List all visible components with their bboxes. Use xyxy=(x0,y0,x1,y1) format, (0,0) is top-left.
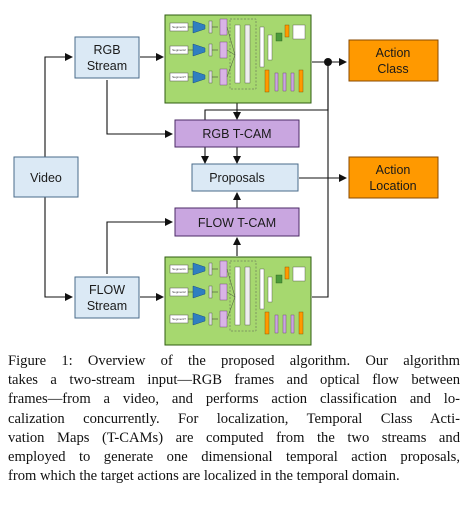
feature-vector xyxy=(208,70,213,84)
weighted-sum-column xyxy=(244,266,251,326)
feature-vector xyxy=(208,20,213,34)
tcam-bar xyxy=(264,69,270,93)
fan-in-line xyxy=(226,296,236,320)
fc-layer xyxy=(259,26,265,68)
flow-stream-label-line2: Stream xyxy=(87,299,127,313)
class-score xyxy=(275,32,283,42)
fan-in-line xyxy=(226,26,236,56)
action-class-label-line2: Class xyxy=(377,62,408,76)
attention-module xyxy=(219,310,228,328)
fc-layer xyxy=(267,34,273,61)
attention-module xyxy=(219,41,228,59)
caption-line: from which the target actions are locali… xyxy=(8,468,400,485)
fc-layer xyxy=(267,276,273,303)
action-location-label-line1: Action xyxy=(376,163,411,177)
proposals-node: Proposals xyxy=(191,163,299,192)
rgb-tcam-node: RGB T-CAM xyxy=(174,119,300,148)
attention-module xyxy=(219,18,228,36)
segment-label: Segment1 xyxy=(172,267,186,271)
feature-extractor-shape xyxy=(192,312,206,326)
feature-extractor-shape xyxy=(192,20,206,34)
action-class-node: Action Class xyxy=(348,39,439,82)
feature-vector xyxy=(208,262,213,276)
segment-label: Segment2 xyxy=(172,48,186,52)
attention-module xyxy=(219,283,228,301)
weighted-sum-column xyxy=(244,24,251,84)
video-label: Video xyxy=(30,171,62,185)
caption-line: Figure 1: Overview of the proposed algor… xyxy=(8,353,460,369)
caption-line: employed to generate one dimensional tem… xyxy=(8,449,460,466)
tcam-bar xyxy=(298,311,304,335)
action-class-label-line1: Action xyxy=(376,46,411,60)
tcam-bar xyxy=(274,72,279,92)
tcam-bar xyxy=(290,314,295,334)
loss-box xyxy=(284,266,290,280)
tcam-bar xyxy=(274,314,279,334)
output-box xyxy=(292,266,306,282)
rgb-tcam-label: RGB T-CAM xyxy=(202,127,271,141)
segment-label: Segment2 xyxy=(172,290,186,294)
segment-label: SegmentT xyxy=(172,75,186,79)
fc-layer xyxy=(259,268,265,310)
figure-caption: Figure 1: Overview of the proposed algor… xyxy=(8,352,460,486)
feature-vector xyxy=(208,312,213,326)
output-box xyxy=(292,24,306,40)
flow-tcam-node: FLOW T-CAM xyxy=(174,207,300,237)
loss-box xyxy=(284,24,290,38)
tcam-bar xyxy=(264,311,270,335)
algorithm-overview-diagram: Video RGB Stream FLOW Stream Segment1Seg… xyxy=(13,14,439,346)
fan-in-line xyxy=(226,291,236,298)
attention-weights-column xyxy=(234,24,241,84)
flow-stream-label-line1: FLOW xyxy=(89,283,125,297)
caption-line: calization concurrently. For localizatio… xyxy=(8,410,460,427)
video-node: Video xyxy=(13,156,79,198)
feature-extractor-shape xyxy=(192,43,206,57)
fan-in-line xyxy=(226,49,236,56)
attention-module xyxy=(219,68,228,86)
attention-region xyxy=(229,260,257,332)
flow-tcam-label: FLOW T-CAM xyxy=(198,216,276,230)
tcam-bar xyxy=(290,72,295,92)
feature-vector xyxy=(208,285,213,299)
caption-line: takes a two-stream input—RGB frames and … xyxy=(8,372,460,389)
feature-extractor-shape xyxy=(192,262,206,276)
rgb-stream-label-line2: Stream xyxy=(87,59,127,73)
proposals-label: Proposals xyxy=(209,171,265,185)
tcam-bar xyxy=(282,72,287,92)
feature-extractor-shape xyxy=(192,285,206,299)
attention-module xyxy=(219,260,228,278)
action-location-node: Action Location xyxy=(348,156,439,199)
fan-in-line xyxy=(226,268,236,298)
feature-vector xyxy=(208,43,213,57)
caption-line: frames—from a video, and performs action… xyxy=(8,391,460,408)
action-location-label-line2: Location xyxy=(369,179,416,193)
segment-label: Segment1 xyxy=(172,25,186,29)
caption-line: vation Maps (T-CAMs) are computed from t… xyxy=(8,429,460,446)
class-score xyxy=(275,274,283,284)
tcam-bar xyxy=(298,69,304,93)
attention-weights-column xyxy=(234,266,241,326)
rgb-stream-node: RGB Stream xyxy=(74,36,140,79)
feature-extractor-shape xyxy=(192,70,206,84)
segment-label: SegmentT xyxy=(172,317,186,321)
attention-region xyxy=(229,18,257,90)
flow-stream-node: FLOW Stream xyxy=(74,276,140,319)
rgb-stream-label-line1: RGB xyxy=(93,43,120,57)
fan-in-line xyxy=(226,54,236,78)
tcam-bar xyxy=(282,314,287,334)
junction-dot xyxy=(324,58,332,66)
